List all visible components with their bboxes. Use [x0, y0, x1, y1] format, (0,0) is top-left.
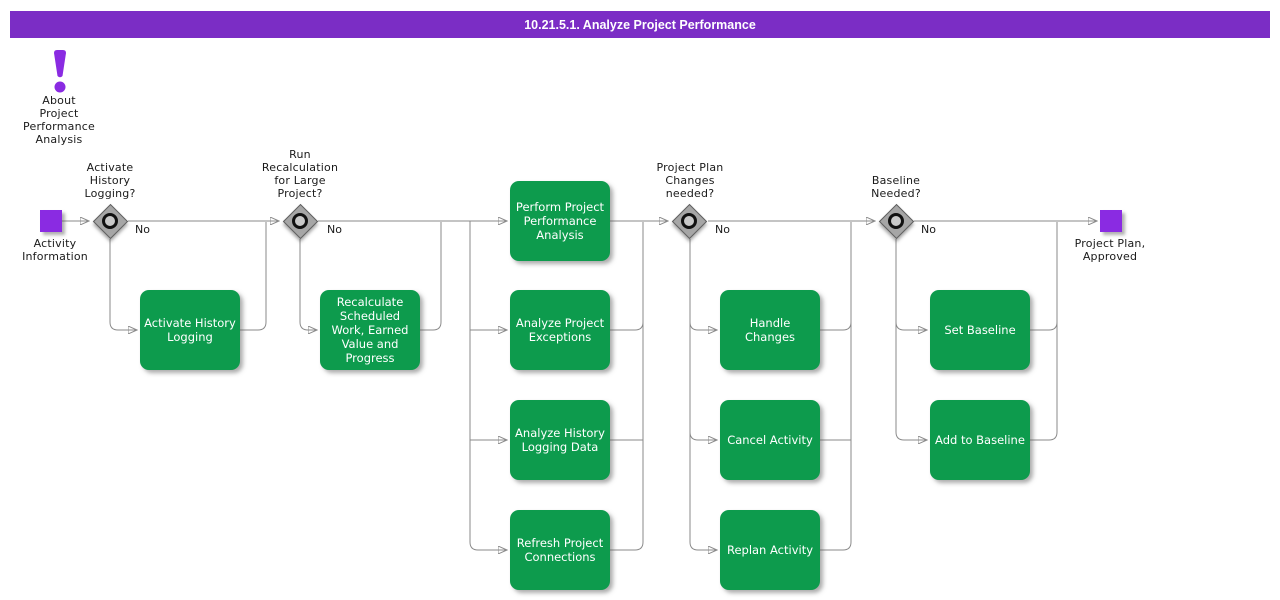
task-set-baseline[interactable]: Set Baseline [930, 290, 1030, 370]
about-link[interactable] [50, 50, 70, 98]
task-handle-changes[interactable]: Handle Changes [720, 290, 820, 370]
end-event-project-plan-approved [1100, 210, 1122, 232]
decision-question: Activate History Logging? [84, 161, 136, 200]
branch-label-no: No [327, 223, 342, 236]
decision-run-recalculation [282, 203, 318, 239]
decision-question: Project Plan Changes needed? [656, 161, 724, 200]
task-recalculate-scheduled-work[interactable]: Recalculate Scheduled Work, Earned Value… [320, 290, 420, 370]
task-add-to-baseline[interactable]: Add to Baseline [930, 400, 1030, 480]
decision-question: Baseline Needed? [871, 174, 921, 200]
task-perform-project-performance-analysis[interactable]: Perform Project Performance Analysis [510, 181, 610, 261]
decision-circle-icon [102, 213, 118, 229]
exclamation-icon [54, 50, 66, 93]
task-replan-activity[interactable]: Replan Activity [720, 510, 820, 590]
decision-circle-icon [888, 213, 904, 229]
branch-label-no: No [135, 223, 150, 236]
decision-baseline-needed [878, 203, 914, 239]
decision-circle-icon [292, 213, 308, 229]
about-label[interactable]: About Project Performance Analysis [23, 94, 95, 146]
end-event-label: Project Plan, Approved [1074, 237, 1146, 263]
start-event-activity-information [40, 210, 62, 232]
page-title: 10.21.5.1. Analyze Project Performance [524, 17, 756, 32]
decision-question: Run Recalculation for Large Project? [261, 148, 339, 200]
task-cancel-activity[interactable]: Cancel Activity [720, 400, 820, 480]
task-analyze-history-logging-data[interactable]: Analyze History Logging Data [510, 400, 610, 480]
branch-label-no: No [715, 223, 730, 236]
decision-circle-icon [681, 213, 697, 229]
diagram-title-bar: 10.21.5.1. Analyze Project Performance [10, 11, 1270, 38]
task-activate-history-logging[interactable]: Activate History Logging [140, 290, 240, 370]
task-refresh-project-connections[interactable]: Refresh Project Connections [510, 510, 610, 590]
branch-label-no: No [921, 223, 936, 236]
decision-activate-history-logging [92, 203, 128, 239]
task-analyze-project-exceptions[interactable]: Analyze Project Exceptions [510, 290, 610, 370]
decision-project-plan-changes [671, 203, 707, 239]
start-event-label: Activity Information [22, 237, 88, 263]
